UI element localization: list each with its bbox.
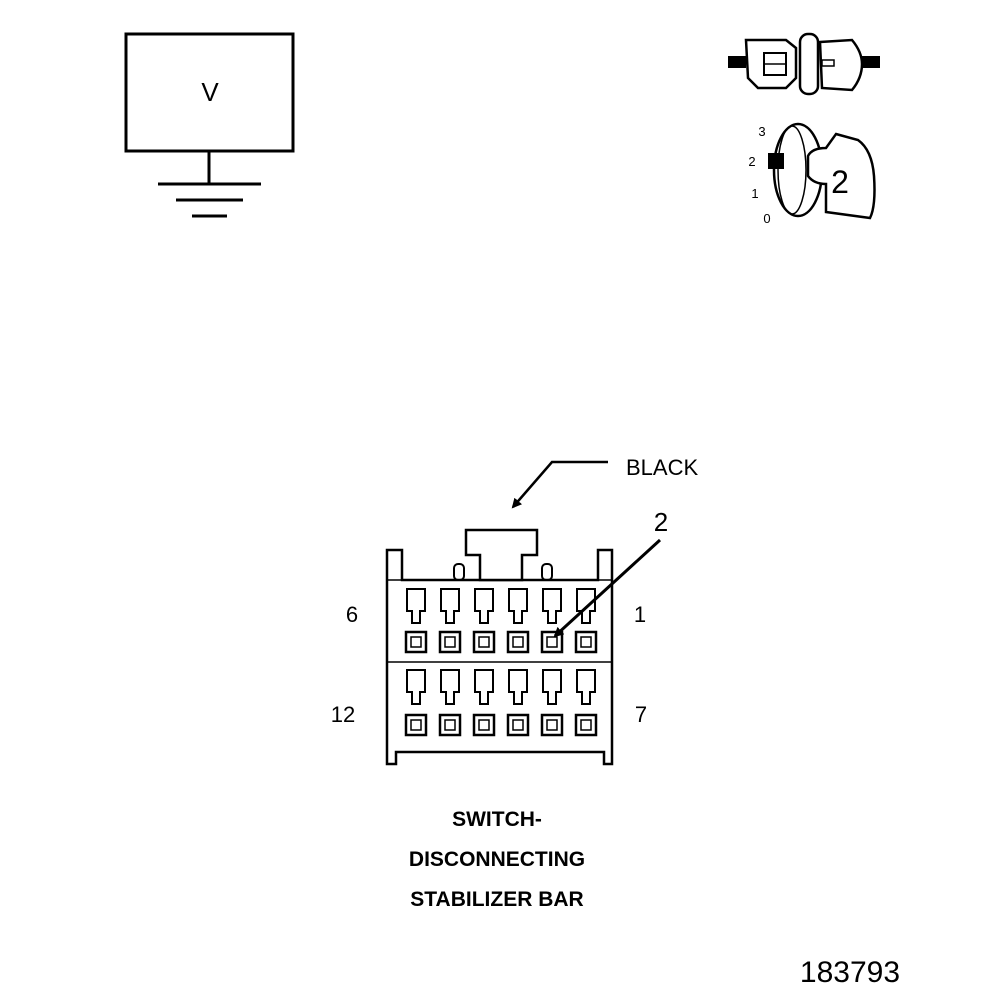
terminal-cavity bbox=[404, 588, 428, 654]
terminal-cavity bbox=[506, 588, 530, 654]
pin-label-12: 12 bbox=[331, 702, 355, 727]
key-selected-position: 2 bbox=[831, 164, 849, 200]
connector-housing bbox=[385, 548, 614, 766]
pin-label-7: 7 bbox=[635, 702, 647, 727]
terminal-cavity bbox=[574, 669, 598, 737]
voltmeter-label: V bbox=[201, 77, 219, 107]
terminal-cavity bbox=[540, 588, 564, 654]
terminal-cavity bbox=[540, 669, 564, 737]
pin-callout-label: 2 bbox=[654, 507, 668, 537]
terminal-cavity bbox=[574, 588, 598, 654]
component-title: SWITCH- DISCONNECTING STABILIZER BAR bbox=[409, 808, 585, 911]
key-position-3: 3 bbox=[758, 124, 765, 139]
terminal-cavity bbox=[438, 588, 462, 654]
terminal-cavity bbox=[472, 588, 496, 654]
title-line-1: SWITCH- bbox=[452, 808, 542, 831]
terminal-cavity bbox=[472, 669, 496, 737]
terminal-cavity bbox=[506, 669, 530, 737]
connector-lock-tab bbox=[464, 528, 539, 582]
ignition-key-icon: 3 2 1 0 2 bbox=[748, 122, 876, 226]
pin-label-6: 6 bbox=[346, 602, 358, 627]
terminal-cavity bbox=[438, 669, 462, 737]
connector-disconnect-icon bbox=[728, 32, 880, 96]
key-position-0: 0 bbox=[763, 211, 770, 226]
title-line-3: STABILIZER BAR bbox=[410, 888, 583, 911]
key-position-marker bbox=[768, 153, 784, 169]
connector-face: 6 1 12 7 BLACK 2 bbox=[331, 455, 698, 766]
figure-number: 183793 bbox=[800, 956, 900, 989]
pin-label-1: 1 bbox=[634, 602, 646, 627]
title-line-2: DISCONNECTING bbox=[409, 848, 585, 871]
connector-color-label: BLACK bbox=[626, 455, 698, 480]
key-position-2: 2 bbox=[748, 154, 755, 169]
ground-icon bbox=[158, 151, 261, 218]
voltmeter-symbol: V bbox=[124, 32, 295, 218]
pin-callout-arrow bbox=[553, 538, 662, 638]
terminal-row-bottom bbox=[404, 669, 598, 737]
terminal-cavity bbox=[404, 669, 428, 737]
terminal-row-top bbox=[404, 588, 598, 654]
key-position-1: 1 bbox=[751, 186, 758, 201]
color-callout-leader bbox=[511, 460, 608, 509]
